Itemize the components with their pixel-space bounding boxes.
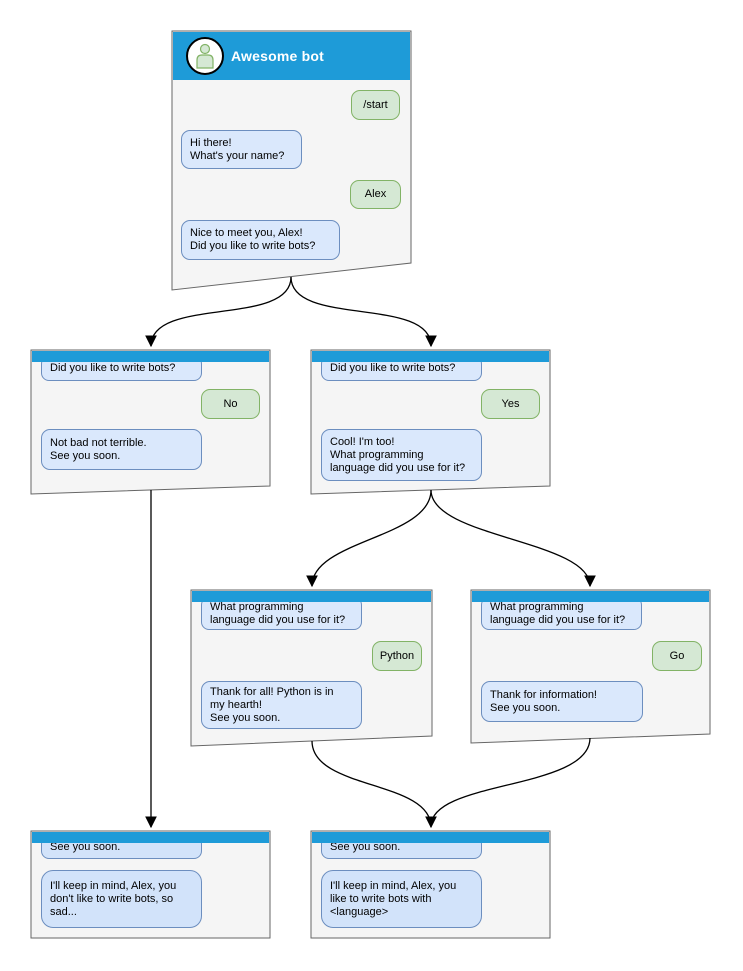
user-message-bubble: No: [201, 389, 260, 419]
user-message-bubble: Yes: [481, 389, 540, 419]
connector-go-to-end: [430, 737, 591, 827]
user-message-bubble: Go: [652, 641, 702, 671]
user-message-bubble: Python: [372, 641, 422, 671]
bot-message-bubble: I'll keep in mind, Alex, you like to wri…: [321, 870, 482, 928]
chat-window-end-yes-header: [312, 832, 549, 843]
connector-yes-to-go: [430, 489, 596, 588]
bot-message-bubble: Thank for all! Python is in my hearth! S…: [201, 681, 362, 729]
bot-message-bubble: Not bad not terrible. See you soon.: [41, 429, 202, 470]
avatar: [186, 37, 224, 75]
connector-yes-to-python: [306, 489, 432, 588]
bot-message-bubble: Hi there! What's your name?: [181, 130, 302, 169]
user-message-bubble: /start: [351, 90, 400, 120]
chat-window-python-header: [192, 591, 431, 602]
bot-title: Awesome bot: [231, 48, 324, 64]
user-message-bubble: Alex: [350, 180, 401, 209]
bot-message-bubble: Nice to meet you, Alex! Did you like to …: [181, 220, 340, 260]
bot-message-bubble: Cool! I'm too! What programming language…: [321, 429, 482, 481]
chat-window-yes-branch-header: [312, 351, 549, 362]
bot-message-bubble: What programming language did you use fo…: [201, 597, 362, 630]
chat-window-end-no-header: [32, 832, 269, 843]
chat-window-no-branch-header: [32, 351, 269, 362]
connector-python-to-end: [311, 740, 437, 829]
bot-message-bubble: Thank for information! See you soon.: [481, 681, 643, 722]
bot-message-bubble: What programming language did you use fo…: [481, 597, 642, 630]
bot-message-bubble: I'll keep in mind, Alex, you don't like …: [41, 870, 202, 928]
chat-window-go-header: [472, 591, 709, 602]
connector-main-to-no: [145, 276, 292, 348]
person-icon: [196, 43, 214, 69]
connector-main-to-yes: [290, 276, 437, 348]
